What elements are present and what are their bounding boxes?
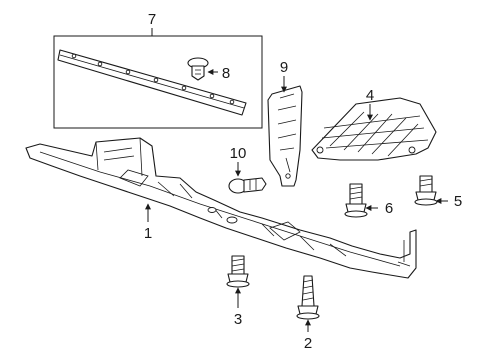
callout-6: 6	[385, 200, 393, 217]
callout-10: 10	[230, 145, 247, 162]
push-clip-10[interactable]	[228, 177, 267, 194]
push-clip-8[interactable]	[187, 57, 209, 81]
callout-7: 7	[148, 11, 156, 28]
bolt-6[interactable]	[344, 183, 368, 218]
callout-9: 9	[280, 59, 288, 76]
bracket-9[interactable]	[267, 85, 303, 187]
callout-5: 5	[454, 193, 462, 210]
callout-3: 3	[234, 311, 242, 328]
screw-2[interactable]	[296, 275, 320, 320]
callout-2: 2	[304, 335, 312, 352]
air-guide-panel-4[interactable]	[311, 97, 437, 161]
bolt-5[interactable]	[414, 175, 438, 206]
callout-4: 4	[366, 87, 374, 104]
callout-1: 1	[144, 225, 152, 242]
callout-8: 8	[222, 65, 230, 82]
bolt-3[interactable]	[226, 255, 250, 288]
inset-box-7	[53, 35, 263, 129]
leader-lines	[145, 76, 448, 332]
seal-strip[interactable]	[57, 49, 247, 116]
lower-support-1[interactable]	[25, 137, 417, 279]
